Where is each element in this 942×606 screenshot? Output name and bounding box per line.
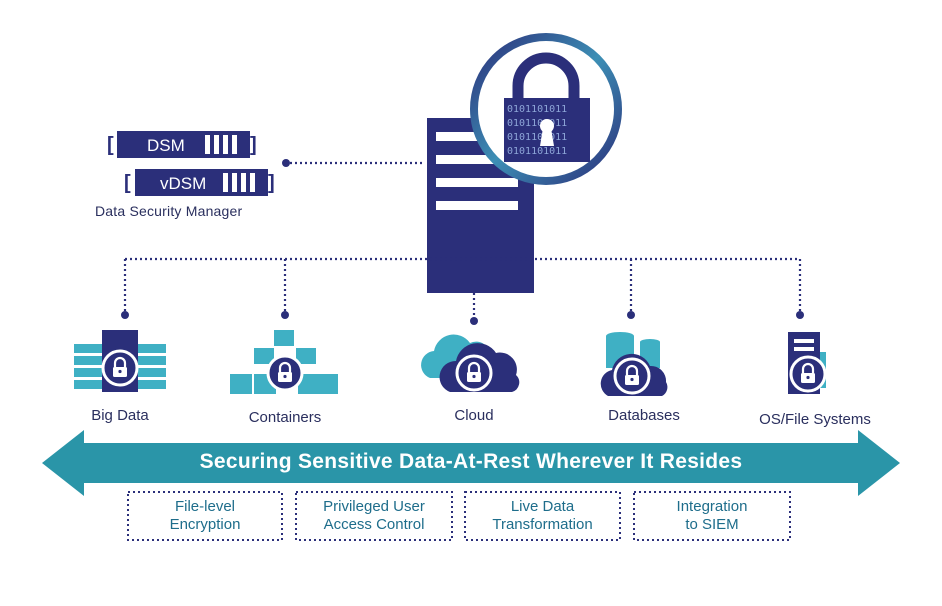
svg-text:]: ] xyxy=(268,172,275,194)
svg-text:[: [ xyxy=(107,134,114,156)
feature-line-1: File-level xyxy=(174,498,235,515)
dsm-appliance: [ ] DSM xyxy=(107,131,257,158)
encryption-lock-icon: 0101101011 0101101011 0101101011 0101101… xyxy=(470,33,622,185)
feature-line-2: Transformation xyxy=(492,516,593,533)
node-label-os-file-systems: OS/File Systems xyxy=(759,411,871,428)
vdsm-appliance: [ ] vDSM xyxy=(124,169,275,196)
dsm-caption: Data Security Manager xyxy=(95,203,243,219)
feature-box-integration-siem xyxy=(633,491,791,541)
feature-integration-to-siem: Integration to SIEM xyxy=(634,498,790,534)
svg-text:0101101011: 0101101011 xyxy=(507,146,567,157)
feature-box-privileged-user xyxy=(295,491,453,541)
containers-icon xyxy=(230,330,338,394)
feature-line-2: Access Control xyxy=(323,516,425,533)
feature-line-2: to SIEM xyxy=(685,516,739,533)
feature-line-1: Privileged User xyxy=(323,498,425,515)
svg-text:[: [ xyxy=(124,172,131,194)
feature-line-2: Encryption xyxy=(169,516,241,533)
svg-text:0101101011: 0101101011 xyxy=(507,132,567,143)
feature-line-1: Integration xyxy=(676,498,748,515)
banner-title: Securing Sensitive Data-At-Rest Wherever… xyxy=(199,450,743,473)
vdsm-name: vDSM xyxy=(160,174,206,193)
cloud-icon xyxy=(421,334,520,392)
feature-box-live-data xyxy=(464,491,621,541)
feature-line-1: Live Data xyxy=(510,498,575,515)
databases-icon xyxy=(600,332,668,396)
feature-live-data-transformation: Live Data Transformation xyxy=(465,498,620,534)
dsm-name: DSM xyxy=(147,136,185,155)
node-label-containers: Containers xyxy=(248,409,322,426)
big-data-icon xyxy=(74,330,166,392)
data-at-rest-banner xyxy=(42,430,900,496)
node-label-databases: Databases xyxy=(608,407,680,424)
svg-text:0101101011: 0101101011 xyxy=(507,104,567,115)
os-file-systems-icon xyxy=(788,332,827,394)
svg-text:]: ] xyxy=(250,134,257,156)
feature-privileged-user-access-control: Privileged User Access Control xyxy=(296,498,452,534)
feature-file-level-encryption: File-level Encryption xyxy=(128,498,282,534)
feature-box-file-level-encryption xyxy=(127,491,283,541)
node-label-big-data: Big Data xyxy=(91,407,149,424)
node-label-cloud: Cloud xyxy=(454,407,494,424)
svg-text:0101101011: 0101101011 xyxy=(507,118,567,129)
